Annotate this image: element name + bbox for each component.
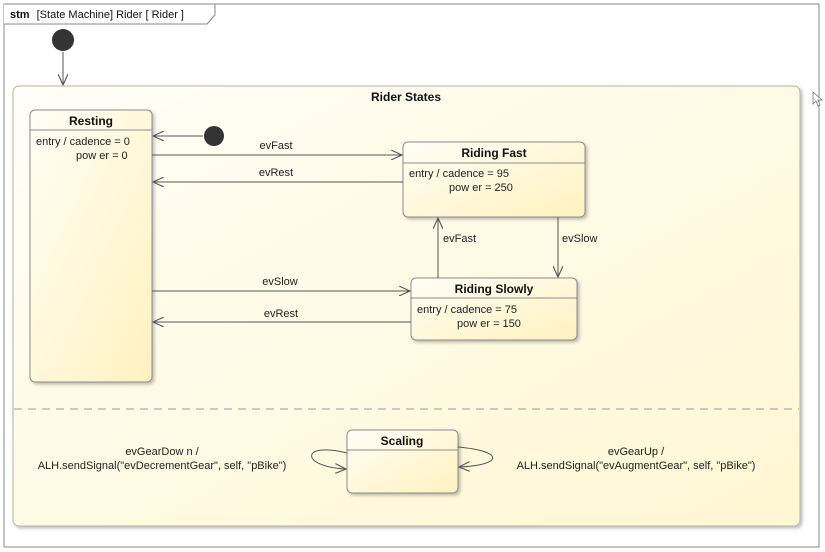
state-riding-fast-name: Riding Fast xyxy=(461,146,526,160)
state-resting-name: Resting xyxy=(69,114,113,128)
initial-pseudostate-top[interactable] xyxy=(52,29,74,51)
state-riding-fast-entry: entry / cadence = 95 xyxy=(409,168,509,180)
transition-gear-down-label-1: evGearDow n / xyxy=(125,446,199,458)
transition-rest-to-slow-label: evSlow xyxy=(262,276,298,288)
state-scaling[interactable]: Scaling xyxy=(346,429,459,494)
transition-fast-to-slow-label: evSlow xyxy=(562,233,598,245)
composite-state-name: Rider States xyxy=(371,90,441,104)
state-resting-power: pow er = 0 xyxy=(76,150,128,162)
transition-gear-down-loop[interactable] xyxy=(311,449,347,469)
state-riding-slowly-entry: entry / cadence = 75 xyxy=(417,304,517,316)
transition-slow-to-fast-label: evFast xyxy=(443,233,476,245)
state-riding-slowly-name: Riding Slowly xyxy=(455,282,534,296)
frame-title: stm [State Machine] Rider [ Rider ] xyxy=(10,9,184,21)
transition-gear-down-label-2: ALH.sendSignal("evDecrementGear", self, … xyxy=(38,460,287,472)
composite-state-rider-states[interactable] xyxy=(12,85,801,527)
state-riding-slowly-power: pow er = 150 xyxy=(457,318,521,330)
state-scaling-name: Scaling xyxy=(381,434,424,448)
mouse-cursor-icon xyxy=(812,91,824,107)
state-resting[interactable]: Resting entry / cadence = 0 pow er = 0 xyxy=(29,109,153,383)
frame-name: [State Machine] Rider [ Rider ] xyxy=(37,9,184,21)
transition-gear-up-label-1: evGearUp / xyxy=(608,446,665,458)
transition-gear-up-label-2: ALH.sendSignal("evAugmentGear", self, "p… xyxy=(517,460,756,472)
transition-gear-up-loop[interactable] xyxy=(458,446,493,467)
frame-keyword: stm xyxy=(10,9,30,21)
state-riding-slowly[interactable]: Riding Slowly entry / cadence = 75 pow e… xyxy=(410,277,578,341)
state-resting-entry: entry / cadence = 0 xyxy=(36,136,130,148)
initial-pseudostate-inner[interactable] xyxy=(204,126,224,146)
transition-rest-to-fast-label: evFast xyxy=(259,140,292,152)
state-riding-fast[interactable]: Riding Fast entry / cadence = 95 pow er … xyxy=(402,141,586,218)
frame-tab xyxy=(4,3,216,25)
transition-fast-to-rest-label: evRest xyxy=(259,167,293,179)
transition-slow-to-rest-label: evRest xyxy=(264,308,298,320)
state-riding-fast-power: pow er = 250 xyxy=(449,182,513,194)
